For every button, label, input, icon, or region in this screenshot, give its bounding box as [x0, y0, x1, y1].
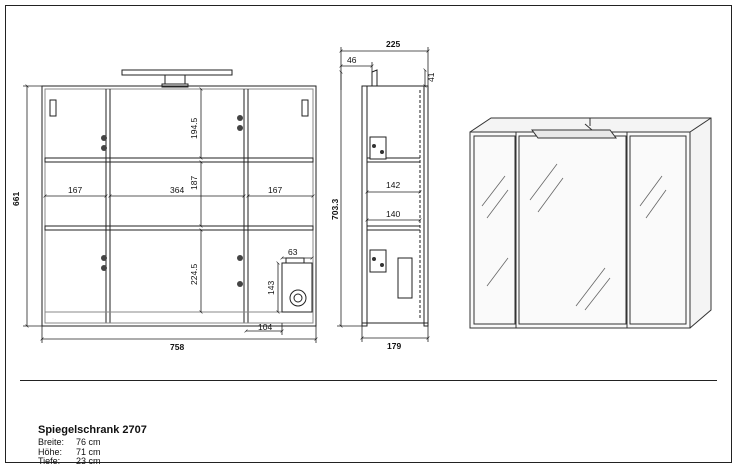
middle-width-label: 364 [170, 185, 184, 195]
dimension-row: Tiefe: 23 cm [38, 456, 258, 467]
right-mirror-door [629, 135, 687, 325]
middle-gap-label: 187 [189, 176, 199, 190]
right-door-handle [301, 99, 309, 117]
cabinet-front-outline [41, 85, 317, 327]
lamp-depth-label: 46 [347, 55, 357, 65]
left-mirror-door [473, 135, 516, 325]
lower-shelf [44, 225, 314, 231]
front-height-label: 661 [11, 192, 21, 206]
dimension-value: 71 cm [76, 446, 101, 457]
upper-shelf-depth-label: 142 [386, 180, 400, 190]
lamp-3d [531, 129, 617, 139]
dimension-label: Breite: [38, 437, 65, 447]
lower-hinge [369, 249, 387, 273]
dimension-value: 76 cm [76, 437, 101, 447]
dimension-row: Höhe: 71 cm [38, 446, 258, 458]
dimension-row: Breite: 76 cm [38, 437, 258, 448]
upper-hinge [369, 136, 387, 160]
side-socket [397, 257, 413, 299]
dimension-label: Höhe: [38, 446, 63, 457]
cabinet-3d-front [469, 131, 691, 329]
dimension-label: Tiefe: [38, 456, 61, 466]
front-view [41, 69, 317, 327]
back-panel [361, 85, 368, 327]
lamp-height-label: 41 [426, 72, 436, 82]
sheet-border [5, 5, 732, 463]
product-info: Spiegelschrank 2707 Breite: 76 cm Höhe: … [38, 424, 258, 467]
lamp-bar [121, 69, 233, 76]
left-door-handle [49, 99, 57, 117]
socket-offset-label: 104 [258, 322, 272, 332]
lower-shelf-depth-label: 140 [386, 209, 400, 219]
side-view [361, 69, 429, 327]
socket-height-label: 143 [266, 281, 276, 295]
socket-icon [289, 289, 307, 307]
socket-box [281, 262, 313, 313]
left-width-label: 167 [68, 185, 82, 195]
separator-line [20, 380, 717, 381]
door-profile [423, 85, 429, 327]
lower-height-label: 224.5 [189, 263, 199, 285]
front-width-label: 758 [170, 342, 184, 352]
perspective-view [469, 117, 712, 329]
socket-width-label: 63 [288, 247, 298, 257]
side-depth-label: 225 [386, 39, 400, 49]
right-width-label: 167 [268, 185, 282, 195]
upper-shelf [44, 157, 314, 163]
dimension-value: 23 cm [76, 456, 101, 466]
bottom-depth-label: 179 [387, 341, 401, 351]
lamp-profile [367, 69, 378, 87]
side-height-label: 703.3 [330, 198, 340, 220]
upper-height-label: 194.5 [189, 117, 199, 139]
product-title: Spiegelschrank 2707 [38, 424, 147, 436]
